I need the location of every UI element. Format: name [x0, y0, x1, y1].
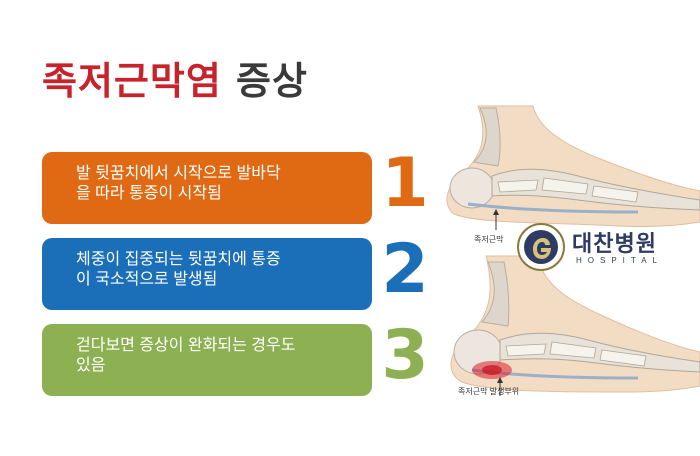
- symptom-card-2: 체중이 집중되는 뒷꿈치에 통증 이 국소적으로 발생됨: [42, 238, 372, 310]
- title-disease: 족저근막염: [42, 59, 222, 103]
- hospital-subtitle: HOSPITAL: [576, 256, 663, 265]
- foot-anatomy-diagram: [446, 105, 700, 396]
- caption-plantar-fascia: 족저근막: [474, 235, 504, 244]
- symptom-1-line-2: 을 따라 통증이 시작됨: [76, 185, 222, 202]
- hospital-name: 대찬병원: [572, 232, 657, 257]
- foot-bottom-illustration: [450, 255, 700, 396]
- symptom-card-3: 걷다보면 증상이 완화되는 경우도 있음: [42, 324, 372, 396]
- hospital-emblem-icon: [517, 223, 565, 271]
- caption-affected-area: 족저근막 발생부위: [458, 387, 520, 396]
- symptom-2-line-2: 이 국소적으로 발생됨: [76, 271, 218, 288]
- symptom-number-3: 3: [381, 316, 429, 395]
- symptom-1-line-1: 발 뒷꿈치에서 시작으로 발바닥: [76, 165, 281, 182]
- symptom-number-1: 1: [381, 144, 429, 223]
- title-symptom: 증상: [236, 59, 308, 103]
- symptom-card-1: 발 뒷꿈치에서 시작으로 발바닥 을 따라 통증이 시작됨: [42, 152, 372, 224]
- symptom-3-line-2: 있음: [76, 357, 106, 374]
- foot-top-illustration: [446, 105, 700, 230]
- symptom-2-line-1: 체중이 집중되는 뒷꿈치에 통증: [76, 251, 281, 268]
- page-title: 족저근막염 증상: [42, 50, 308, 105]
- hospital-logo: 대찬병원 HOSPITAL: [516, 222, 700, 272]
- foot-illustration: 족저근막 족저근막 발생부위: [438, 96, 700, 426]
- symptom-number-2: 2: [381, 230, 429, 309]
- symptom-3-line-1: 걷다보면 증상이 완화되는 경우도: [76, 337, 296, 354]
